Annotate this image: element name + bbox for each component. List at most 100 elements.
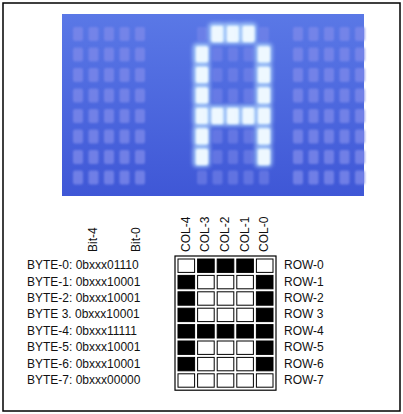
led-off (213, 150, 223, 164)
led-glow (255, 64, 272, 85)
led-glow (255, 85, 272, 106)
byte-label: BYTE-0: 0bxxx01110 (27, 258, 139, 272)
led-off (309, 48, 319, 62)
bit-label: Bit-4 (86, 227, 100, 252)
led-off (197, 171, 207, 185)
bit-off (198, 374, 215, 387)
bit-off (217, 374, 234, 387)
led-off (73, 27, 83, 41)
led-off (340, 68, 350, 82)
led-off (135, 109, 145, 123)
bit-off (237, 308, 254, 321)
led-off (309, 89, 319, 103)
bit-on (178, 275, 195, 288)
led-off (73, 130, 83, 144)
led-off (120, 130, 130, 144)
bit-on (237, 325, 254, 338)
led-off (89, 27, 99, 41)
led-off (293, 109, 303, 123)
bit-on (256, 325, 273, 338)
led-off (355, 171, 365, 185)
row-label: ROW-1 (284, 275, 324, 289)
bit-off (256, 259, 273, 272)
bit-off (217, 357, 234, 370)
led-off (228, 48, 238, 62)
led-on (196, 67, 208, 83)
led-off (73, 48, 83, 62)
led-on (258, 108, 270, 124)
led-off (228, 171, 238, 185)
led-on (212, 26, 224, 42)
frame (3, 3, 400, 411)
led-off (324, 89, 334, 103)
led-off (340, 89, 350, 103)
led-off (104, 130, 114, 144)
led-off (104, 27, 114, 41)
bit-off (198, 308, 215, 321)
led-glow (193, 64, 210, 85)
led-off (309, 68, 319, 82)
led-off (213, 171, 223, 185)
led-off (120, 171, 130, 185)
bit-off (178, 374, 195, 387)
led-off (244, 89, 254, 103)
led-off (355, 89, 365, 103)
led-on (227, 26, 239, 42)
led-on (196, 47, 208, 63)
row-label: ROW-6 (284, 357, 324, 371)
bit-off (237, 374, 254, 387)
led-glow (255, 105, 272, 126)
led-off (89, 68, 99, 82)
led-off (89, 171, 99, 185)
led-off (120, 109, 130, 123)
led-off (340, 150, 350, 164)
bit-off (237, 357, 254, 370)
bit-off (217, 308, 234, 321)
led-off (120, 48, 130, 62)
led-off (213, 48, 223, 62)
led-off (135, 27, 145, 41)
led-off (244, 171, 254, 185)
led-off (355, 150, 365, 164)
bit-on (198, 325, 215, 338)
byte-label: BYTE-7: 0bxxx00000 (27, 373, 140, 387)
led-off (89, 109, 99, 123)
led-off (355, 48, 365, 62)
led-off (309, 150, 319, 164)
led-off (293, 27, 303, 41)
byte-label: BYTE-1: 0bxxx10001 (27, 275, 140, 289)
led-glow (224, 105, 241, 126)
led-on (258, 47, 270, 63)
led-off (355, 68, 365, 82)
led-off (213, 68, 223, 82)
row-label: ROW-7 (284, 373, 324, 387)
led-off (355, 130, 365, 144)
led-off (324, 109, 334, 123)
led-off (340, 171, 350, 185)
led-on (196, 129, 208, 145)
row-label: ROW 3 (284, 307, 323, 321)
led-off (259, 27, 269, 41)
led-off (244, 68, 254, 82)
bit-off (198, 357, 215, 370)
led-off (259, 171, 269, 185)
led-off (135, 89, 145, 103)
led-off (309, 171, 319, 185)
led-off (135, 130, 145, 144)
led-off (104, 68, 114, 82)
led-glow (193, 126, 210, 147)
led-off (135, 171, 145, 185)
bit-on (178, 308, 195, 321)
column-label: COL-3 (198, 217, 212, 252)
led-off (309, 109, 319, 123)
bit-off (198, 275, 215, 288)
bit-on (178, 292, 195, 305)
bit-off (217, 341, 234, 354)
bit-off (198, 341, 215, 354)
column-label: COL-4 (179, 217, 193, 252)
led-off (293, 68, 303, 82)
led-glow (209, 23, 226, 44)
bit-on (217, 259, 234, 272)
bit-on (178, 357, 195, 370)
